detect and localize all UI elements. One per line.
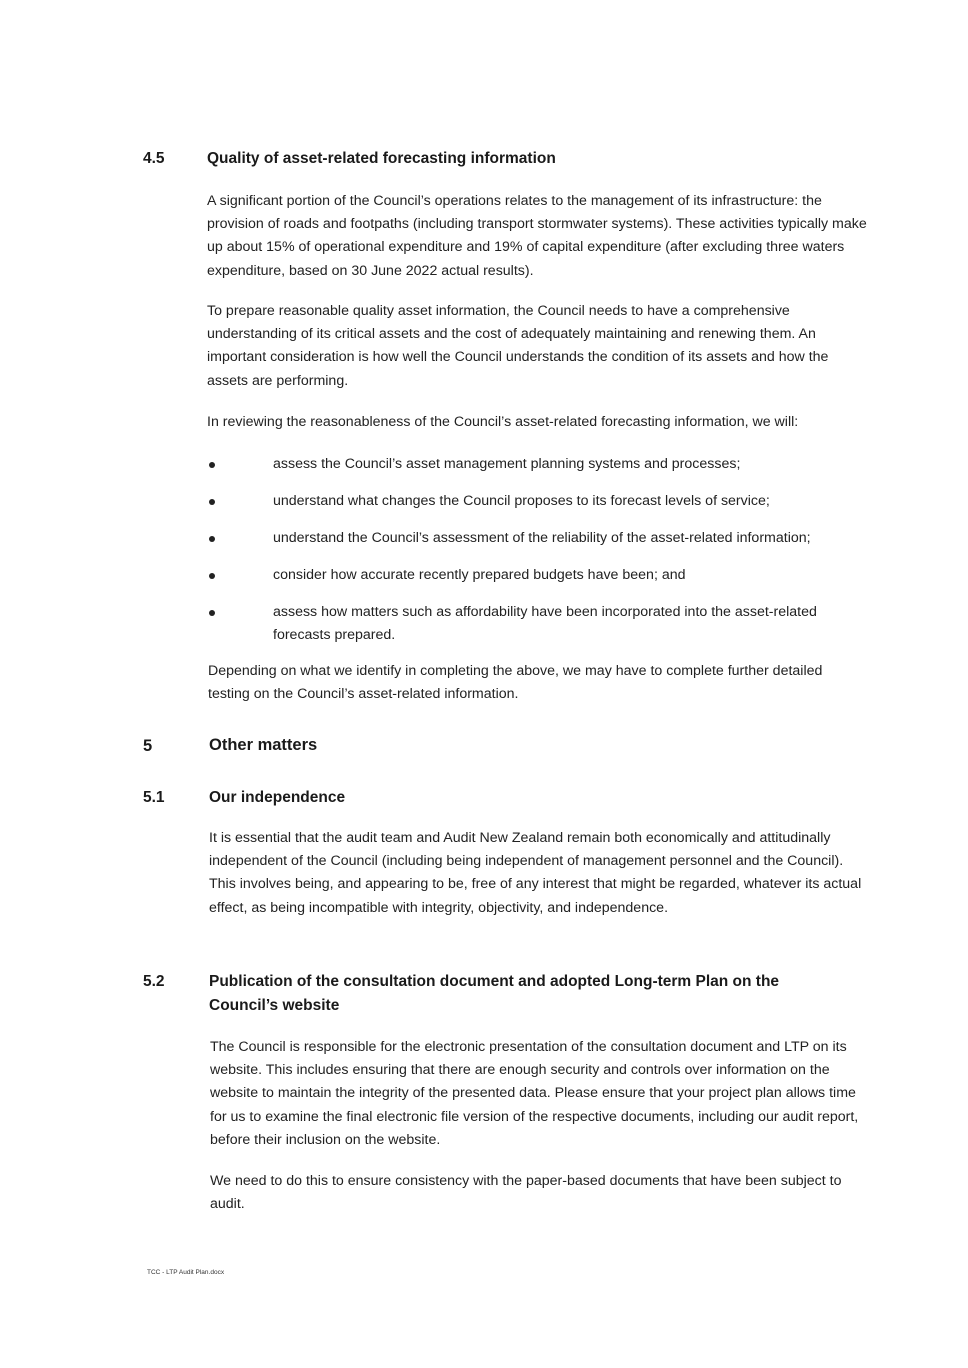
- paragraph: The Council is responsible for the elect…: [210, 1039, 859, 1148]
- list-item: understand what changes the Council prop…: [273, 493, 770, 509]
- list-item: assess the Council’s asset management pl…: [273, 456, 741, 472]
- paragraph: To prepare reasonable quality asset info…: [207, 303, 829, 389]
- section-number: 5: [143, 737, 153, 755]
- bullet-dot: [209, 610, 215, 616]
- section-number: 4.5: [143, 150, 165, 167]
- list-item: consider how accurate recently prepared …: [273, 567, 686, 583]
- section-heading: Quality of asset-related forecasting inf…: [207, 150, 556, 167]
- section-heading: Other matters: [209, 736, 318, 754]
- bullet-dot: [209, 499, 215, 505]
- section-number: 5.2: [143, 973, 165, 990]
- paragraph: In reviewing the reasonableness of the C…: [207, 414, 799, 430]
- list-item: understand the Council’s assessment of t…: [273, 530, 811, 546]
- paragraph: A significant portion of the Council’s o…: [207, 193, 867, 279]
- bullet-dot: [209, 536, 215, 542]
- paragraph: We need to do this to ensure consistency…: [210, 1173, 842, 1213]
- section-heading: Publication of the consultation document…: [209, 973, 780, 1014]
- section-heading: Our independence: [209, 789, 346, 806]
- bullet-dot: [209, 573, 215, 579]
- footer-filename: TCC - LTP Audit Plan.docx: [147, 1269, 225, 1276]
- bullet-dot: [209, 462, 215, 468]
- paragraph: Depending on what we identify in complet…: [208, 663, 823, 703]
- list-item: assess how matters such as affordability…: [273, 604, 817, 644]
- section-number: 5.1: [143, 789, 165, 806]
- paragraph: It is essential that the audit team and …: [209, 830, 862, 916]
